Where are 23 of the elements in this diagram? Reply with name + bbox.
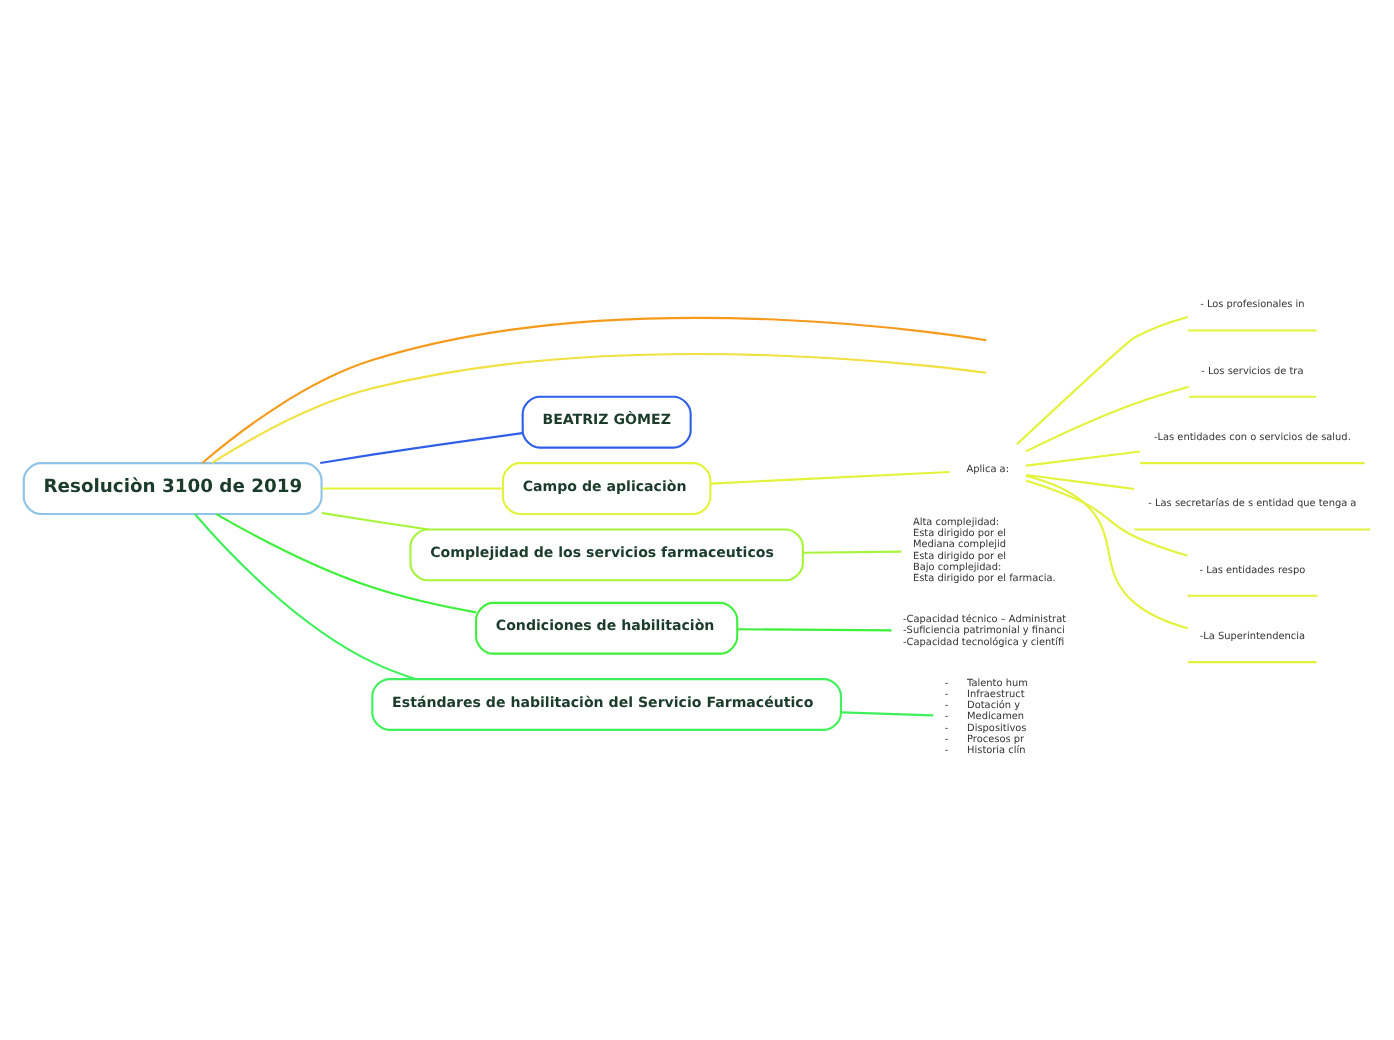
node-box: Condiciones de habilitaciòn (475, 600, 739, 654)
connector (211, 352, 987, 463)
connector (321, 486, 503, 489)
node-box: BEATRIZ GÒMEZ (521, 394, 692, 448)
connector (737, 627, 892, 631)
connector (1026, 449, 1141, 466)
node-box: Estándares de habilitaciòn del Servicio Farmacéutico (371, 677, 843, 730)
connector (1025, 384, 1190, 452)
connector (1026, 472, 1135, 489)
connector (710, 469, 950, 484)
connector (1025, 474, 1189, 629)
node-box: Complejidad de los servicios farmaceuticos (409, 527, 804, 581)
connector (803, 549, 902, 553)
connector (1025, 478, 1188, 556)
connector (320, 431, 523, 464)
node-box: Campo de aplicaciòn (501, 461, 712, 514)
connector (215, 512, 477, 613)
connector (321, 511, 428, 530)
connector (201, 315, 987, 463)
node-box: Resoluciòn 3100 de 2019 (22, 461, 323, 514)
connector (841, 710, 934, 716)
connector (194, 512, 416, 680)
connector (1016, 314, 1189, 445)
